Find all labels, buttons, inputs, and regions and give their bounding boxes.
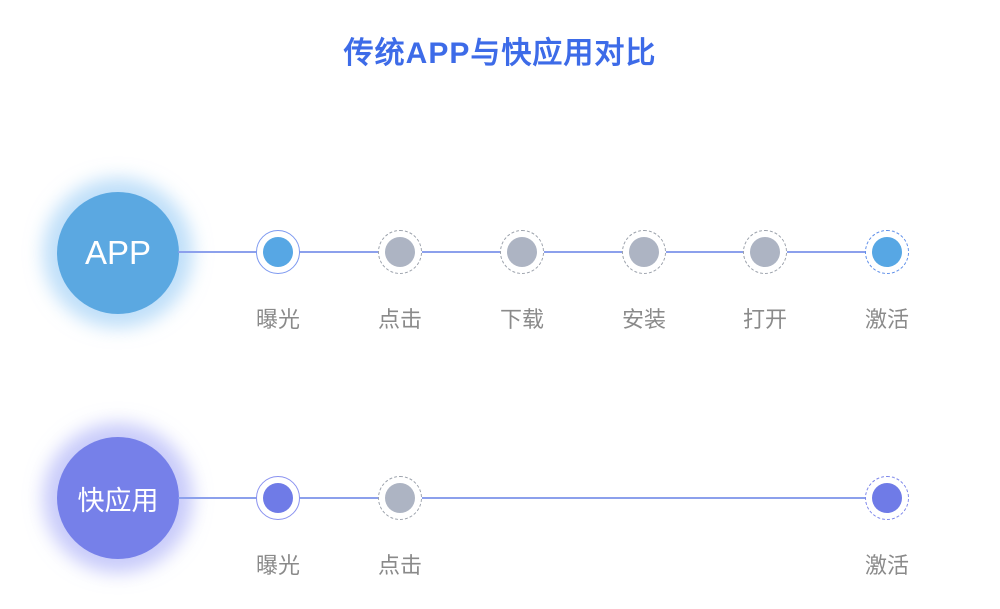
step-label: 点击 bbox=[377, 307, 422, 332]
step-ring bbox=[256, 476, 300, 520]
step-ring bbox=[865, 476, 909, 520]
step-label: 曝光 bbox=[255, 307, 300, 332]
step-dot bbox=[750, 237, 780, 267]
step-dot bbox=[385, 237, 415, 267]
step-ring bbox=[378, 476, 422, 520]
step-dot bbox=[872, 237, 902, 267]
step-ring bbox=[256, 230, 300, 274]
step-label: 激活 bbox=[864, 307, 909, 332]
app-step-exposure: 曝光 bbox=[234, 230, 322, 334]
app-step-click: 点击 bbox=[356, 230, 444, 334]
step-label: 下载 bbox=[499, 307, 544, 332]
step-ring bbox=[622, 230, 666, 274]
quickapp-step-click: 点击 bbox=[356, 476, 444, 580]
app-step-open: 打开 bbox=[721, 230, 809, 334]
app-step-install: 安装 bbox=[600, 230, 688, 334]
app-source-circle: APP bbox=[57, 192, 179, 314]
step-label: 点击 bbox=[377, 553, 422, 578]
step-label: 打开 bbox=[742, 307, 787, 332]
page-title: 传统APP与快应用对比 bbox=[343, 37, 657, 70]
app-step-activate: 激活 bbox=[843, 230, 931, 334]
step-ring bbox=[378, 230, 422, 274]
step-ring bbox=[865, 230, 909, 274]
quickapp-step-exposure: 曝光 bbox=[234, 476, 322, 580]
app-source-label: APP bbox=[84, 234, 152, 271]
step-dot bbox=[385, 483, 415, 513]
step-label: 曝光 bbox=[255, 553, 300, 578]
quickapp-source-circle: 快应用 bbox=[57, 437, 179, 559]
step-dot bbox=[263, 483, 293, 513]
step-dot bbox=[507, 237, 537, 267]
step-label: 激活 bbox=[864, 553, 909, 578]
step-ring bbox=[743, 230, 787, 274]
step-ring bbox=[500, 230, 544, 274]
quickapp-step-activate: 激活 bbox=[843, 476, 931, 580]
step-dot bbox=[263, 237, 293, 267]
step-dot bbox=[629, 237, 659, 267]
quickapp-source-label: 快应用 bbox=[77, 485, 159, 516]
step-dot bbox=[872, 483, 902, 513]
step-label: 安装 bbox=[621, 307, 666, 332]
app-step-download: 下载 bbox=[478, 230, 566, 334]
quickapp-flow-line bbox=[178, 497, 887, 499]
